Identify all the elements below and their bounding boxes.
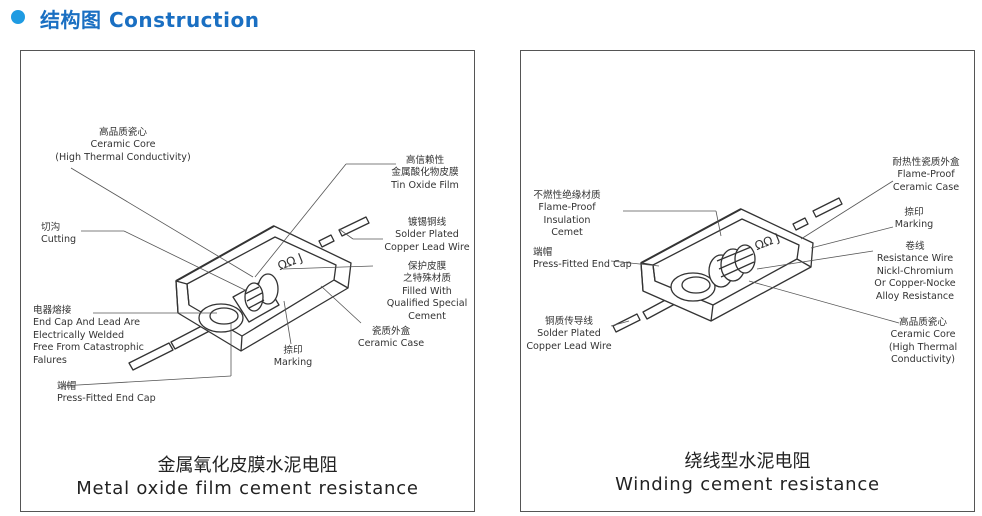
section-title: 结构图 Construction bbox=[40, 8, 260, 32]
label-marking: 捺印 Marking bbox=[894, 207, 934, 231]
label-solder-plated-wire: 铜质传导线 Solder Plated Copper Lead Wire bbox=[526, 316, 612, 352]
caption-en: Metal oxide film cement resistance bbox=[76, 478, 419, 499]
caption-winding: 绕线型水泥电阻 Winding cement resistance bbox=[521, 451, 974, 497]
lead-wire-right bbox=[792, 197, 843, 231]
label-flame-proof-insulation: 不燃性绝缘材质 Flame-Proof Insulation Cemet bbox=[533, 190, 601, 239]
resistance-wire-core bbox=[708, 244, 756, 288]
lead-wire-right bbox=[318, 216, 370, 248]
end-cap bbox=[670, 272, 716, 302]
label-marking: 捺印 Marking bbox=[273, 345, 313, 369]
label-protective-cement: 保护皮膜 之特殊材质 Filled With Qualified Special… bbox=[386, 261, 468, 322]
label-ceramic-core: 高品质瓷心 Ceramic Core (High Thermal Conduct… bbox=[888, 317, 958, 366]
metal-oxide-panel: ΩΩ J 高品质瓷心 Ceramic Core (High Thermal Co… bbox=[20, 50, 475, 512]
caption-metal-oxide: 金属氧化皮膜水泥电阻 Metal oxide film cement resis… bbox=[21, 455, 474, 501]
winding-panel: ΩΩ J 耐热性瓷质外盒 Flame-Proof Ceramic Case 不燃… bbox=[520, 50, 975, 512]
section-header: 结构图 Construction bbox=[0, 0, 982, 36]
label-end-cap-weld: 电器熔接 End Cap And Lead Are Electrically W… bbox=[33, 305, 144, 366]
label-press-fitted-end-cap: 端帽 Press-Fitted End Cap bbox=[57, 381, 156, 405]
label-resistance-wire: 卷线 Resistance Wire Nickl-Chromium Or Cop… bbox=[874, 241, 956, 302]
metal-oxide-diagram bbox=[60, 163, 396, 387]
ceramic-core bbox=[232, 273, 280, 323]
caption-zh: 金属氧化皮膜水泥电阻 bbox=[157, 455, 338, 476]
label-tin-oxide-film: 高信赖性 金属酸化物皮膜 Tin Oxide Film bbox=[391, 155, 459, 191]
caption-zh: 绕线型水泥电阻 bbox=[684, 451, 811, 472]
label-press-fitted-end-cap: 端帽 Press-Fitted End Cap bbox=[533, 247, 632, 271]
bullet-dot-icon bbox=[11, 10, 25, 24]
winding-diagram bbox=[610, 180, 900, 333]
label-cutting: 切沟 Cutting bbox=[41, 222, 77, 246]
label-flame-proof-case: 耐热性瓷质外盒 Flame-Proof Ceramic Case bbox=[892, 157, 960, 193]
caption-en: Winding cement resistance bbox=[615, 474, 880, 495]
label-ceramic-core: 高品质瓷心 Ceramic Core (High Thermal Conduct… bbox=[55, 127, 191, 163]
leader-lines bbox=[60, 163, 396, 387]
label-solder-plated-wire: 镀锡铜线 Solder Plated Copper Lead Wire bbox=[384, 217, 470, 253]
label-ceramic-case: 瓷质外盒 Ceramic Case bbox=[357, 326, 425, 350]
end-cap bbox=[198, 303, 244, 333]
leader-lines bbox=[610, 180, 900, 327]
